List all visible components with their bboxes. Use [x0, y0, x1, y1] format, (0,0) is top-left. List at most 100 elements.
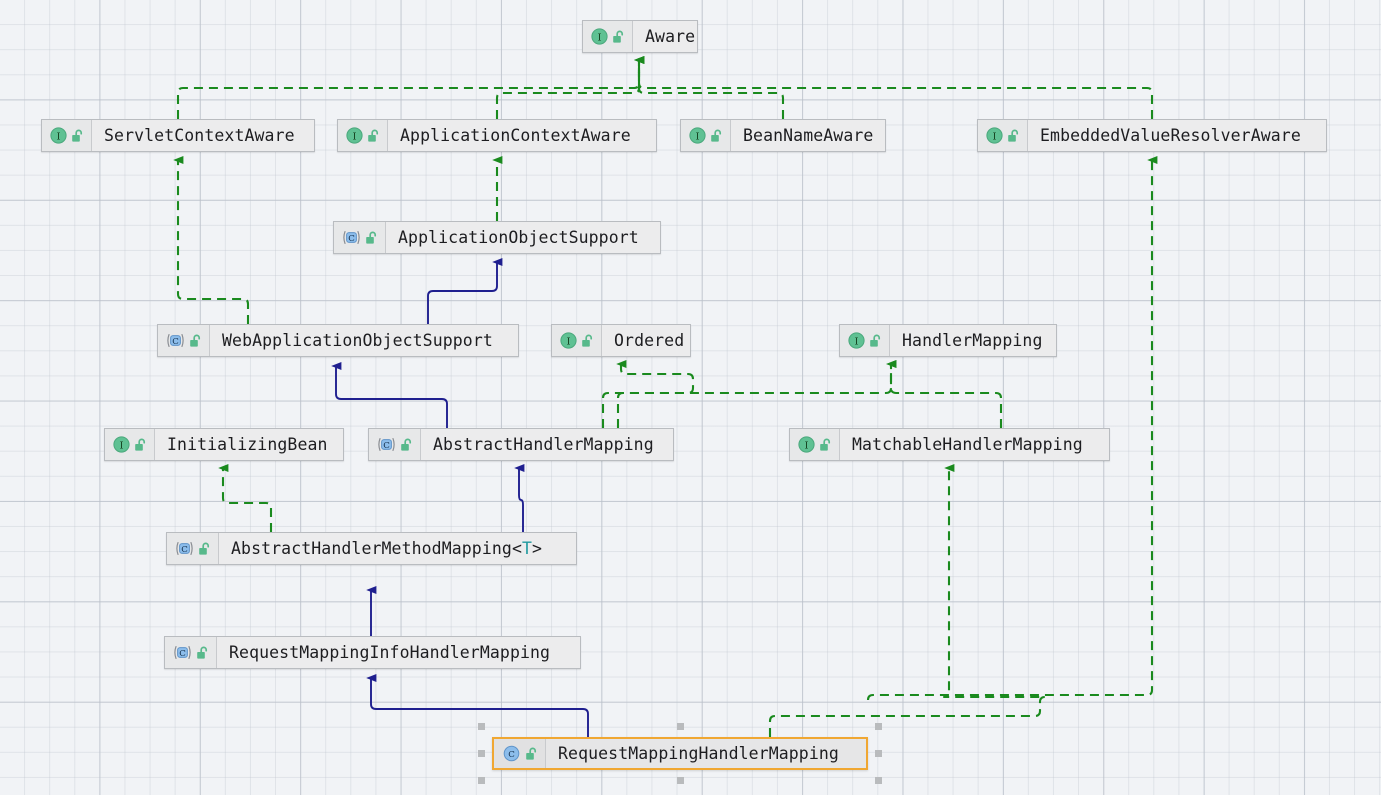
abstract-class-icon: C [176, 542, 193, 555]
uml-node-embedded[interactable]: I EmbeddedValueResolverAware [977, 119, 1327, 152]
interface-icon: I [50, 127, 67, 144]
selection-handle-2[interactable] [875, 723, 882, 730]
selection-handle-7[interactable] [875, 777, 882, 784]
selection-handle-4[interactable] [875, 750, 882, 757]
edge-implements [634, 55, 1154, 119]
svg-text:I: I [57, 131, 61, 142]
node-label: RequestMappingInfoHandlerMapping [229, 643, 551, 662]
uml-node-ordered[interactable]: I Ordered [551, 324, 691, 357]
interface-icon: I [591, 28, 608, 45]
public-lock-icon [197, 646, 208, 659]
node-icon-gutter: I [681, 120, 731, 151]
uml-node-abshandlermethod[interactable]: C AbstractHandlerMethodMapping<T> [166, 532, 577, 565]
abstract-class-icon: C [378, 438, 395, 451]
public-lock-icon [820, 438, 831, 451]
node-label: BeanNameAware [743, 126, 874, 145]
svg-text:I: I [353, 131, 357, 142]
edge-implements [176, 55, 645, 119]
uml-node-abshandlermap[interactable]: C AbstractHandlerMapping [368, 428, 674, 461]
abstract-class-icon: C [343, 231, 360, 244]
node-label: MatchableHandlerMapping [852, 435, 1083, 454]
svg-text:C: C [383, 441, 390, 451]
node-icon-gutter: I [338, 120, 388, 151]
svg-text:C: C [508, 750, 515, 760]
svg-text:I: I [805, 440, 809, 451]
node-icon-gutter: C [167, 533, 219, 564]
interface-icon: I [689, 127, 706, 144]
public-lock-icon [582, 334, 593, 347]
node-label: AbstractHandlerMethodMapping<T> [219, 533, 576, 564]
interface-icon: I [848, 332, 865, 349]
svg-text:C: C [172, 337, 179, 347]
interface-icon: I [346, 127, 363, 144]
node-label: EmbeddedValueResolverAware [1040, 126, 1301, 145]
public-lock-icon [190, 334, 201, 347]
uml-node-initbean[interactable]: I InitializingBean [104, 428, 344, 461]
svg-text:C: C [181, 545, 188, 555]
edge-implements [886, 359, 1003, 428]
public-lock-icon [199, 542, 210, 555]
public-lock-icon [1008, 129, 1019, 142]
uml-node-webappobjsup[interactable]: C WebApplicationObjectSupport [157, 324, 519, 357]
uml-node-appobjsup[interactable]: C ApplicationObjectSupport [333, 221, 661, 254]
abstract-class-icon: C [167, 334, 184, 347]
svg-text:I: I [696, 131, 700, 142]
public-lock-icon [711, 129, 722, 142]
generic-open-angle: < [511, 539, 522, 558]
interface-icon: I [113, 436, 130, 453]
node-icon-gutter: C [165, 637, 217, 668]
public-lock-icon [366, 231, 377, 244]
public-lock-icon [870, 334, 881, 347]
uml-node-beanname[interactable]: I BeanNameAware [680, 119, 886, 152]
public-lock-icon [135, 438, 146, 451]
class-icon: C [503, 745, 520, 762]
selection-handle-5[interactable] [478, 777, 485, 784]
abstract-class-icon: C [174, 646, 191, 659]
node-icon-gutter: I [790, 429, 840, 460]
node-icon-gutter: C [369, 429, 421, 460]
node-label: InitializingBean [167, 435, 328, 454]
svg-text:I: I [567, 336, 571, 347]
interface-icon: I [560, 332, 577, 349]
node-icon-gutter: I [583, 21, 633, 52]
edge-extends [331, 361, 448, 428]
node-icon-gutter: C [494, 739, 546, 768]
svg-text:I: I [855, 336, 859, 347]
selection-handle-0[interactable] [478, 723, 485, 730]
edge-extends [427, 257, 503, 324]
selection-handle-6[interactable] [676, 777, 684, 784]
edge-implements [173, 155, 250, 324]
node-label: HandlerMapping [902, 331, 1043, 350]
uml-node-reqinfohandler[interactable]: C RequestMappingInfoHandlerMapping [164, 636, 581, 669]
selection-handle-3[interactable] [478, 750, 485, 757]
edge-implements [616, 359, 897, 428]
generic-close-angle: > [532, 539, 543, 558]
interface-icon: I [986, 127, 1003, 144]
edge-extends [514, 463, 525, 532]
edge-implements [601, 359, 695, 428]
interface-icon: I [798, 436, 815, 453]
generic-type-param: T [522, 539, 533, 558]
edge-implements [634, 55, 785, 119]
edge-implements [495, 55, 645, 119]
node-icon-gutter: C [158, 325, 210, 356]
svg-text:C: C [179, 649, 186, 659]
selection-handle-1[interactable] [676, 723, 684, 730]
node-label: Ordered [614, 331, 685, 350]
node-label: AbstractHandlerMapping [433, 435, 654, 454]
node-label: WebApplicationObjectSupport [222, 331, 493, 350]
uml-node-handlermapping[interactable]: I HandlerMapping [839, 324, 1057, 357]
edge-implements [218, 463, 273, 532]
svg-text:I: I [120, 440, 124, 451]
node-label: ApplicationObjectSupport [398, 228, 639, 247]
node-icon-gutter: C [334, 222, 386, 253]
public-lock-icon [368, 129, 379, 142]
public-lock-icon [401, 438, 412, 451]
svg-text:I: I [598, 32, 602, 43]
uml-node-matchable[interactable]: I MatchableHandlerMapping [789, 428, 1110, 461]
